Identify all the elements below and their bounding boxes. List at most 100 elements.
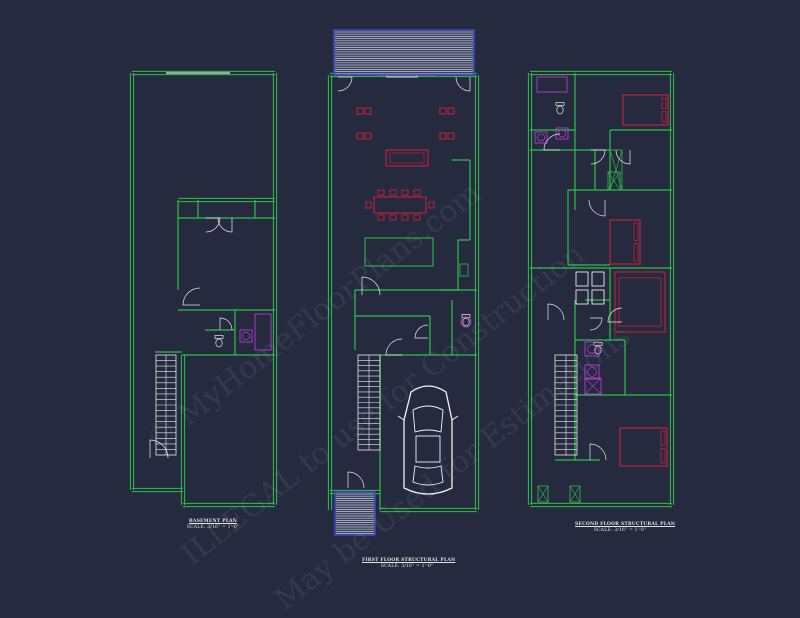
second-floor-shower-drain [584, 377, 602, 395]
second-floor-sink [584, 364, 600, 380]
first-floor-rear-door-left [337, 76, 353, 92]
floor-plan-drawing [129, 29, 675, 536]
first-floor-plan-title: FIRST FLOOR STRUCTURAL PLAN [362, 558, 456, 563]
first-floor-toilet [462, 317, 470, 327]
second-floor-bath-door [543, 133, 561, 151]
basement-closet-door [217, 217, 233, 233]
sofa [385, 149, 429, 167]
first-floor-toilet-tank [461, 314, 471, 318]
living-chair [439, 132, 447, 140]
second-floor-toilet [556, 105, 564, 115]
car-windshield [412, 405, 444, 433]
second-floor-laundry-door [589, 317, 603, 331]
basement-bath-door [219, 317, 233, 331]
closet-shelf [569, 485, 581, 503]
plumbing-fixtures [214, 68, 605, 395]
kitchen-counter [440, 239, 470, 291]
car-icon [397, 385, 459, 495]
stairs [155, 354, 578, 456]
basement-toilet-tank [214, 335, 224, 339]
basement-sink [239, 329, 253, 343]
dining-chair [365, 201, 372, 209]
second-floor-sink [534, 131, 548, 144]
decks [333, 29, 475, 536]
car-mirror [451, 415, 459, 421]
first-floor-mud-door [414, 324, 429, 339]
second-floor-closet-door [590, 149, 606, 165]
dryer [591, 289, 605, 305]
bed-third-pillow [660, 448, 666, 464]
living-chair [439, 107, 447, 115]
closet-shelf [607, 171, 621, 191]
basement-door [182, 287, 201, 306]
kitchen-sink [459, 263, 469, 277]
bed-second-pillow [633, 243, 639, 262]
second-floor-plan-label: SECOND FLOOR STRUCTURAL PLAN SCALE: 3/16… [575, 522, 675, 534]
dining-chair [377, 214, 385, 221]
walls [129, 70, 675, 513]
car-roof [415, 435, 441, 463]
second-floor-closet-door [547, 303, 565, 321]
second-floor-bedroom3-door [589, 443, 607, 461]
basement-closet-door [205, 217, 221, 233]
closet-shelf [609, 149, 623, 191]
living-chair [356, 132, 364, 140]
basement-plan-label: BASEMENT PLAN SCALE: 3/16" = 1'-0" [178, 519, 248, 531]
second-floor-toilet-tank [555, 102, 565, 106]
dining-chair [389, 214, 397, 221]
living-chair [447, 107, 455, 115]
closet-shelf [607, 171, 621, 191]
second-floor-toilet [594, 345, 602, 355]
dining-table [373, 196, 427, 214]
second-floor-plan-scale: SCALE: 3/16" = 1'-0" [593, 528, 647, 533]
first-floor-plan-label: FIRST FLOOR STRUCTURAL PLAN SCALE: 3/16"… [362, 558, 456, 570]
washer [575, 289, 589, 305]
dining-chair [377, 189, 385, 196]
closet-shelf [569, 485, 581, 503]
car-mirror [397, 415, 405, 421]
living-chair [447, 132, 455, 140]
first-floor-entry-door [347, 471, 365, 489]
sofa-cushion [389, 152, 425, 164]
living-chair [356, 107, 364, 115]
dining-chair [428, 201, 435, 209]
car-body [403, 385, 453, 495]
basement-toilet [215, 338, 223, 348]
second-floor-sink-bowl [587, 367, 597, 377]
bed-second-pillow [633, 222, 639, 241]
first-floor-garage-door [385, 338, 403, 356]
doors [149, 76, 631, 489]
second-floor-bedroom2-door [588, 199, 606, 217]
walk-in-closet-shelving [614, 271, 666, 333]
basement-plan-scale: SCALE: 3/16" = 1'-0" [186, 525, 240, 530]
second-floor-sink-bowl [557, 129, 567, 138]
dining-chair [401, 189, 409, 196]
second-floor-toilet-tank [593, 342, 603, 346]
kitchen-island [364, 237, 434, 267]
closet-shelf [537, 485, 549, 503]
second-floor-bath2-door [607, 307, 623, 323]
dryer [591, 271, 605, 287]
bed-master [622, 94, 669, 126]
basement-stair-door [149, 439, 169, 459]
bed-second [609, 219, 641, 265]
basement-tub [254, 313, 272, 351]
furniture [356, 94, 669, 467]
basement-plan-title: BASEMENT PLAN [188, 519, 238, 524]
dining-chair [401, 214, 409, 221]
second-floor-bedroom-door [615, 149, 631, 165]
dining-chair [413, 189, 421, 196]
dining-chair [413, 214, 421, 221]
second-floor-sink-bowl [536, 133, 546, 142]
walk-in-closet-shelving [618, 277, 662, 327]
bed-third-pillow [660, 430, 666, 446]
dining-chair [389, 189, 397, 196]
second-floor-sink [584, 341, 600, 357]
car-rear-window [412, 465, 444, 486]
bed-master-pillow [661, 111, 667, 123]
washer [575, 271, 589, 287]
second-floor-sink [555, 127, 569, 140]
second-floor-shower [584, 377, 602, 395]
basement-sink-bowl [241, 331, 251, 341]
first-floor-plan-scale: SCALE: 3/16" = 1'-0" [380, 564, 434, 569]
